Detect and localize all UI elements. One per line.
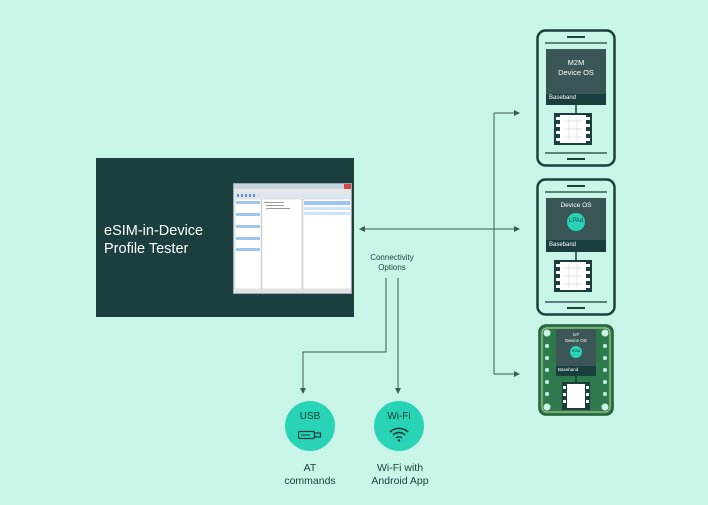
usb-caption-line1: AT bbox=[303, 462, 317, 474]
profile-tester-panel: eSIM-in-Device Profile Tester bbox=[96, 158, 354, 317]
m2m-baseband-label: Baseband bbox=[549, 95, 577, 101]
wifi-caption-line2: Android App bbox=[371, 475, 429, 487]
app-screenshot-thumbnail bbox=[233, 183, 352, 294]
m2m-os-label: M2M Device OS bbox=[546, 58, 606, 78]
wifi-icon bbox=[389, 427, 409, 442]
iot-os-line2: Device OS bbox=[565, 338, 587, 343]
usb-option-caption: AT commands bbox=[270, 462, 350, 488]
m2m-os-line2: Device OS bbox=[558, 68, 594, 77]
usb-option-badge: USB bbox=[285, 401, 335, 451]
usb-badge-label: USB bbox=[299, 411, 321, 422]
tester-title-line2: Profile Tester bbox=[104, 241, 189, 257]
connectivity-options-label: Connectivity Options bbox=[356, 253, 428, 273]
iot-board-device bbox=[538, 324, 614, 416]
usb-stick-icon bbox=[298, 430, 322, 440]
m2m-os-line1: M2M bbox=[567, 58, 585, 67]
iot-os-line1: IoT bbox=[572, 332, 580, 337]
m2m-phone-device bbox=[536, 29, 616, 167]
tester-title-line1: eSIM-in-Device bbox=[104, 223, 204, 239]
connectivity-line1: Connectivity bbox=[370, 253, 414, 262]
lpad-badge: LPAd bbox=[568, 218, 584, 224]
wifi-caption-line1: Wi-Fi with bbox=[376, 462, 424, 474]
wifi-badge-label: Wi-Fi bbox=[387, 411, 411, 422]
connectivity-line2: Options bbox=[378, 263, 406, 272]
iot-os-label: IoT Device OS bbox=[556, 332, 596, 344]
phone-os-label: Device OS bbox=[560, 202, 592, 209]
iot-baseband-label: Baseband bbox=[558, 367, 579, 372]
ipad-badge: IPAd bbox=[571, 348, 581, 353]
usb-caption-line2: commands bbox=[284, 475, 336, 487]
tester-title: eSIM-in-Device Profile Tester bbox=[104, 222, 234, 258]
wifi-option-badge: Wi-Fi bbox=[374, 401, 424, 451]
phone-baseband-label: Baseband bbox=[549, 242, 577, 248]
app-window-illustration bbox=[234, 184, 351, 293]
wifi-option-caption: Wi-Fi with Android App bbox=[358, 462, 442, 488]
consumer-phone-device bbox=[536, 178, 616, 316]
